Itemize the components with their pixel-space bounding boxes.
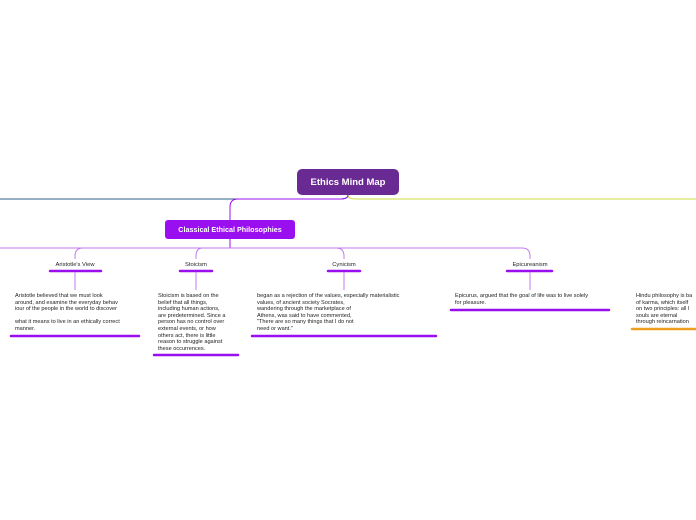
topic-aristotle[interactable]: Aristotle's View: [40, 262, 110, 268]
connector-root-branch: [229, 194, 349, 220]
connector-root-right: [347, 194, 696, 200]
branch-node-classical[interactable]: Classical Ethical Philosophies: [165, 220, 295, 239]
topic-epicureanism[interactable]: Epicureanism: [495, 262, 565, 268]
topic-label: Epicureanism: [512, 262, 548, 268]
connector-root-left: [0, 194, 349, 200]
topic-label: Cynicism: [332, 262, 356, 268]
connector-to-cynicism: [335, 247, 345, 259]
topic-stoicism[interactable]: Stoicism: [166, 262, 226, 268]
note-hindu[interactable]: Hindu philosophy is ba of karma, which i…: [636, 293, 693, 326]
connector-branch-right: [230, 247, 531, 259]
note-stoicism[interactable]: Stoicism is based on the belief that all…: [158, 293, 226, 352]
note-epicureanism[interactable]: Epicurus, argued that the goal of life w…: [455, 293, 589, 306]
root-node[interactable]: Ethics Mind Map: [297, 169, 399, 195]
topic-cynicism[interactable]: Cynicism: [314, 262, 374, 268]
topic-label: Stoicism: [185, 262, 207, 268]
branch-label: Classical Ethical Philosophies: [178, 225, 282, 234]
note-aristotle[interactable]: Aristotle believed that we must look aro…: [15, 293, 120, 332]
root-label: Ethics Mind Map: [310, 176, 386, 188]
note-cynicism[interactable]: began as a rejection of the values, espe…: [257, 293, 400, 332]
connector-to-stoicism: [195, 247, 204, 259]
topic-label: Aristotle's View: [55, 262, 95, 268]
connector-to-aristotle: [74, 247, 230, 259]
